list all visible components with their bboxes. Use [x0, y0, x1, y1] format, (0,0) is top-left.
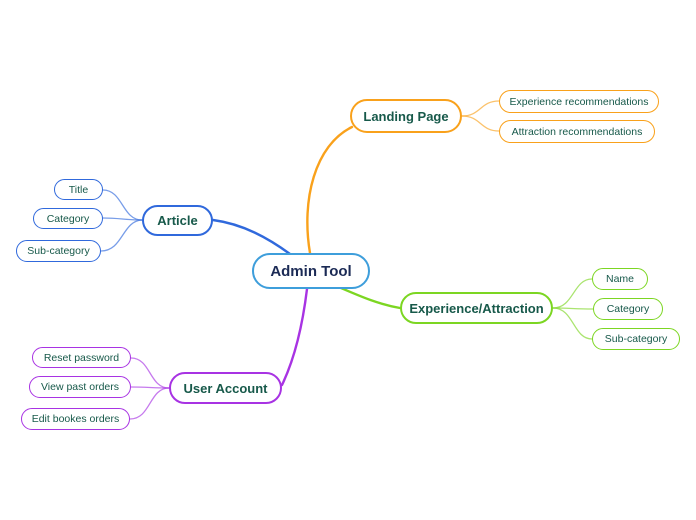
connector-landing-exprec [461, 100, 500, 117]
connector-ea-category [552, 307, 594, 310]
connector-ea-sub-category [552, 307, 593, 340]
child-node-label: Edit bookes orders [31, 413, 120, 425]
child-node-label: Reset password [43, 351, 120, 364]
child-node-attraction-recommendations[interactable]: Attraction recommendations [499, 120, 655, 143]
topic-node-user-account[interactable]: User Account [169, 372, 282, 404]
topic-node-landing-page[interactable]: Landing Page [350, 99, 462, 133]
connector-user-edit-bookes-orders [129, 387, 170, 420]
topic-node-label: Experience/Attraction [409, 300, 544, 316]
topic-node-label: Landing Page [363, 108, 449, 124]
root-node-label: Admin Tool [270, 262, 352, 280]
child-node-article-title[interactable]: Title [54, 179, 103, 200]
topic-node-experience-attraction[interactable]: Experience/Attraction [400, 292, 553, 324]
connector-user-reset-password [130, 357, 170, 389]
topic-node-label: Article [157, 213, 198, 228]
connector-article-sub-category [100, 219, 143, 252]
connector-article-title [102, 189, 143, 221]
child-node-ea-name[interactable]: Name [592, 268, 648, 290]
connector-ea-name [552, 278, 593, 309]
child-node-label: Title [68, 183, 89, 196]
child-node-label: Attraction recommendations [511, 125, 643, 138]
child-node-label: Category [46, 212, 90, 225]
root-node-admin-tool[interactable]: Admin Tool [252, 253, 370, 289]
connector-root-user-account [280, 287, 309, 387]
connector-landing-attrec [461, 115, 500, 132]
child-node-label: Name [605, 273, 634, 285]
connector-root-landing-page [306, 125, 354, 255]
child-node-label: Category [606, 303, 650, 315]
child-node-reset-password[interactable]: Reset password [32, 347, 131, 368]
child-node-label: Sub-category [604, 333, 668, 345]
child-node-edit-bookes-orders[interactable]: Edit bookes orders [21, 408, 130, 430]
child-node-article-category[interactable]: Category [33, 208, 103, 229]
child-node-experience-recommendations[interactable]: Experience recommendations [499, 90, 659, 113]
connector-root-experience-attraction [339, 286, 402, 310]
child-node-ea-category[interactable]: Category [593, 298, 663, 320]
child-node-label: Sub-category [27, 245, 90, 257]
child-node-view-past-orders[interactable]: View past orders [29, 376, 131, 398]
child-node-label: Experience recommendations [509, 95, 649, 108]
child-node-label: View past orders [40, 381, 119, 393]
child-node-ea-sub-category[interactable]: Sub-category [592, 328, 680, 350]
connector-user-view-past-orders [130, 386, 170, 389]
child-node-article-sub-category[interactable]: Sub-category [16, 240, 101, 262]
connector-root-article [211, 218, 292, 256]
connector-article-category [102, 217, 143, 221]
topic-node-label: User Account [183, 380, 268, 396]
topic-node-article[interactable]: Article [142, 205, 213, 236]
